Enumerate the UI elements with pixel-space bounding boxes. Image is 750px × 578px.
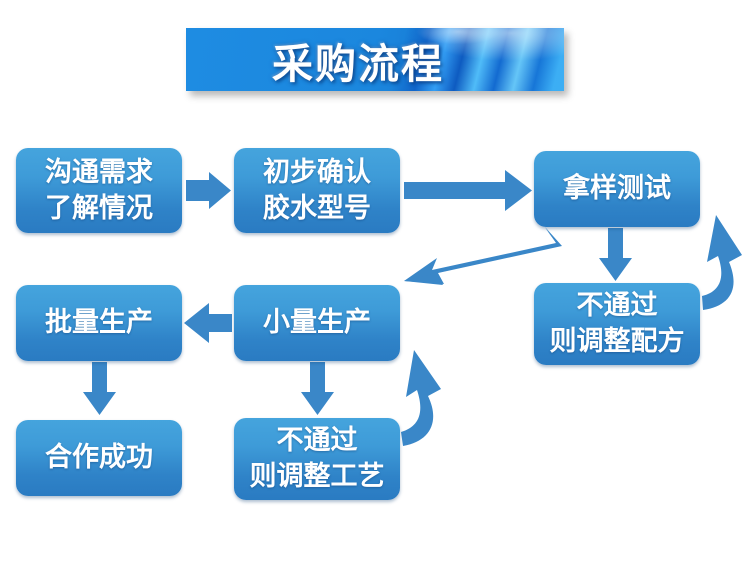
arrow-mass-to-success (83, 362, 116, 415)
node-label-line: 了解情况 (45, 192, 153, 223)
node-label-line: 初步确认 (263, 156, 371, 187)
node-sample-test[interactable]: 拿样测试 (534, 151, 700, 227)
node-label-line: 则调整配方 (549, 326, 685, 356)
arrow-communicate-to-confirm (186, 172, 231, 209)
node-cooperation-success[interactable]: 合作成功 (16, 420, 182, 496)
arrow-confirm-to-sample (404, 170, 532, 211)
arrow-adjust-process-to-small-batch (401, 350, 441, 446)
node-communicate-requirements[interactable]: 沟通需求 了解情况 (16, 148, 182, 233)
arrow-small-batch-to-mass (184, 303, 232, 343)
page-title: 采购流程 (272, 40, 444, 87)
title-banner: 采购流程 (186, 28, 564, 91)
node-adjust-process[interactable]: 不通过 则调整工艺 (234, 418, 400, 500)
node-label-line: 胶水型号 (263, 192, 371, 223)
node-small-batch-production[interactable]: 小量生产 (234, 285, 400, 361)
node-mass-production[interactable]: 批量生产 (16, 285, 182, 361)
node-confirm-glue-model[interactable]: 初步确认 胶水型号 (234, 148, 400, 233)
arrow-small-batch-to-adjust-process (301, 362, 334, 415)
node-label-line: 小量生产 (263, 307, 371, 338)
arrow-adjust-formula-to-sample (702, 215, 742, 310)
arrow-sample-to-small-batch (404, 227, 562, 285)
node-label-line: 批量生产 (45, 307, 153, 338)
node-adjust-formula[interactable]: 不通过 则调整配方 (534, 283, 700, 365)
node-label-line: 不通过 (276, 425, 358, 456)
node-label-line: 拿样测试 (563, 173, 671, 204)
banner-water-texture (186, 28, 564, 91)
node-label-line: 沟通需求 (45, 156, 153, 187)
node-label-line: 合作成功 (45, 442, 153, 473)
node-label-line: 不通过 (576, 290, 658, 321)
arrow-sample-to-adjust-formula (599, 228, 632, 281)
node-label-line: 则调整工艺 (249, 461, 385, 491)
